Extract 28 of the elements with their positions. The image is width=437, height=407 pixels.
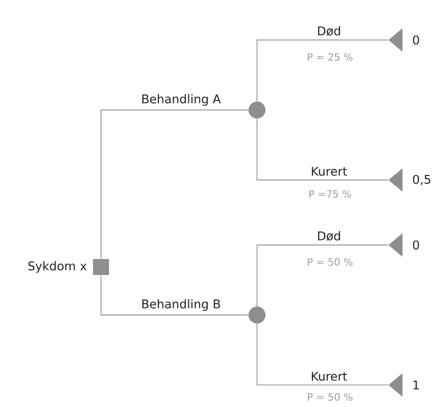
connector bbox=[256, 244, 389, 307]
value-label: 0 bbox=[413, 240, 420, 250]
end-triangle bbox=[388, 233, 402, 257]
edge-label: Behandling B bbox=[142, 299, 220, 311]
end-triangle bbox=[388, 373, 402, 397]
connector bbox=[100, 274, 249, 316]
decision-square bbox=[93, 259, 109, 275]
value-label: 0,5 bbox=[413, 174, 430, 186]
edge-label: Død bbox=[318, 231, 340, 241]
connector bbox=[256, 118, 389, 180]
edge-label: Død bbox=[318, 26, 340, 36]
value-label: 1 bbox=[414, 380, 419, 390]
chance-circle bbox=[248, 102, 266, 118]
edge-label: Behandling A bbox=[142, 94, 221, 106]
edge-label: Kurert bbox=[312, 166, 347, 176]
node-caption: Sykdom x bbox=[28, 261, 87, 273]
connector bbox=[256, 323, 389, 386]
end-triangle bbox=[388, 168, 402, 192]
probability-label: P =75 % bbox=[310, 190, 351, 198]
connector bbox=[100, 110, 249, 260]
chance-circle bbox=[248, 306, 266, 324]
edge-label: Kurert bbox=[312, 372, 347, 381]
probability-label: P = 50 % bbox=[308, 393, 353, 401]
end-triangle bbox=[388, 28, 402, 52]
connector bbox=[256, 40, 389, 102]
probability-label: P = 50 % bbox=[308, 258, 353, 266]
value-label: 0 bbox=[413, 35, 420, 45]
probability-label: P = 25 % bbox=[308, 53, 353, 61]
